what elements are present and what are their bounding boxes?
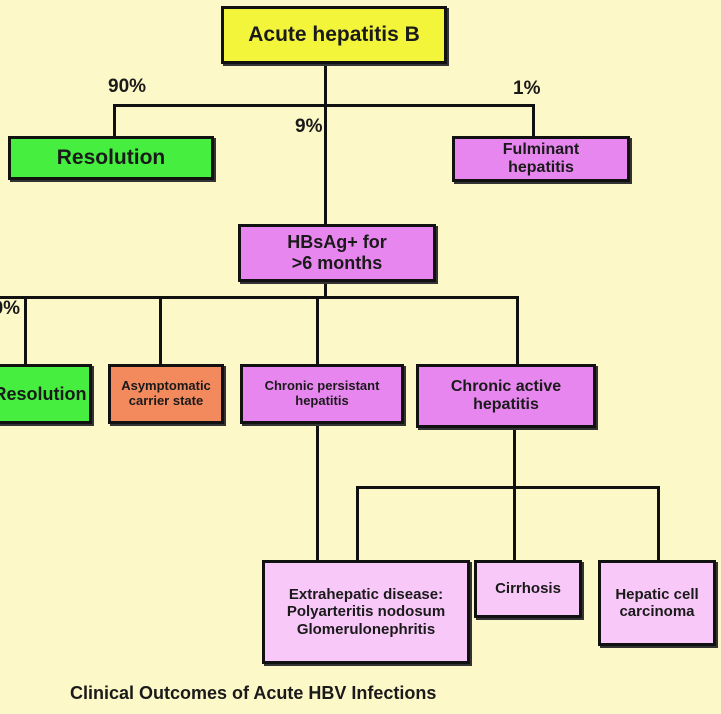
connector	[516, 296, 519, 366]
connector	[324, 62, 327, 228]
node-extrahepatic-disease: Extrahepatic disease: Polyarteritis nodo…	[262, 560, 470, 664]
connector	[159, 296, 162, 366]
label-90-percent-chronic: 90%	[0, 298, 21, 319]
connector	[113, 104, 116, 138]
node-fulminant-hepatitis: Fulminant hepatitis	[452, 136, 630, 182]
label-9-percent: 9%	[295, 116, 323, 137]
node-hepatic-cell-carcinoma: Hepatic cell carcinoma	[598, 560, 716, 646]
node-hbsag-positive: HBsAg+ for >6 months	[238, 224, 436, 282]
node-asymptomatic-carrier: Asymptomatic carrier state	[108, 364, 224, 424]
node-acute-hepatitis-b: Acute hepatitis B	[221, 6, 447, 64]
connector	[532, 104, 535, 138]
connector	[513, 426, 516, 560]
connector	[657, 486, 660, 562]
node-chronic-persistant-hepatitis: Chronic persistant hepatitis	[240, 364, 404, 424]
label-90-percent: 90%	[108, 76, 147, 97]
diagram-caption: Clinical Outcomes of Acute HBV Infection…	[70, 683, 437, 703]
connector	[316, 296, 319, 366]
connector	[324, 280, 327, 298]
node-chronic-active-hepatitis: Chronic active hepatitis	[416, 364, 596, 428]
node-resolution-chronic: Resolution	[0, 364, 92, 424]
connector	[356, 486, 359, 562]
connector	[356, 486, 660, 489]
node-cirrhosis: Cirrhosis	[474, 560, 582, 618]
connector	[24, 296, 27, 366]
connector	[0, 296, 519, 299]
node-resolution: Resolution	[8, 136, 214, 180]
connector	[113, 104, 535, 107]
connector	[316, 422, 319, 566]
label-1-percent: 1%	[513, 78, 541, 99]
